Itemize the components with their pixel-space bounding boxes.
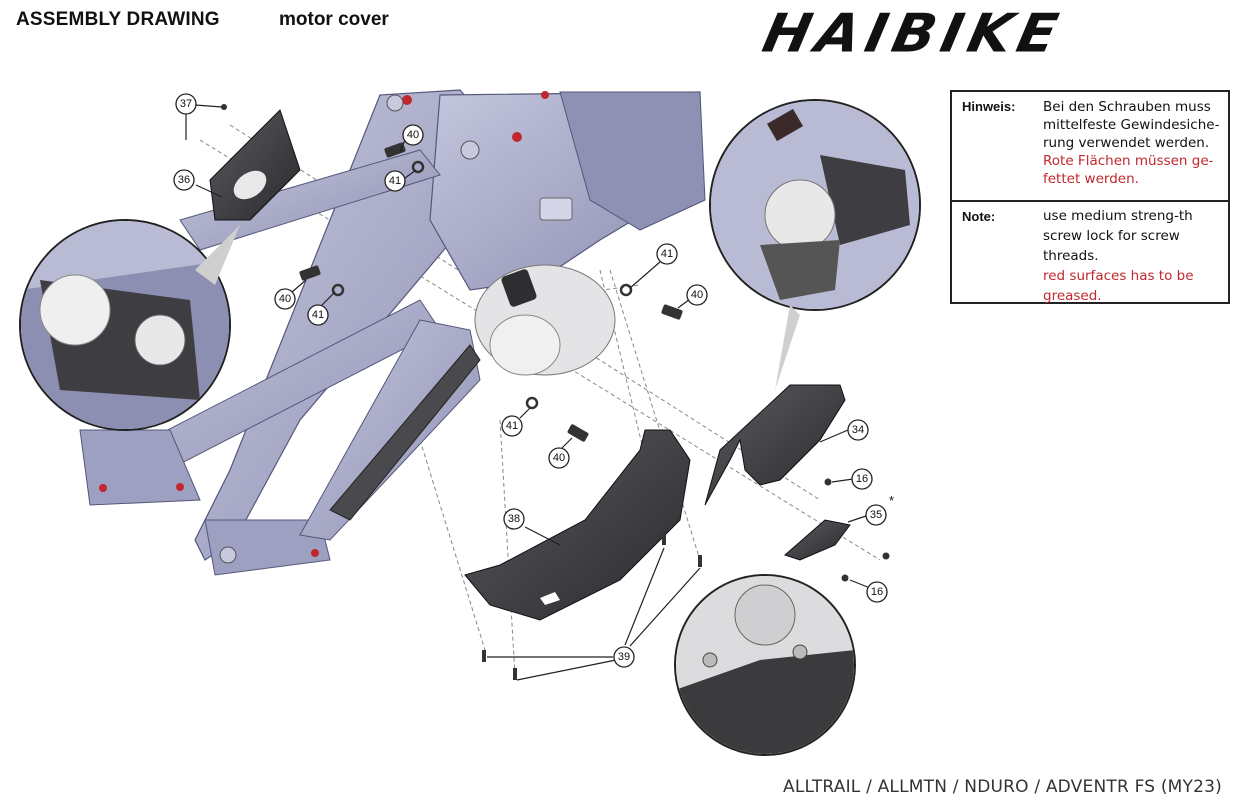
note-box: Hinweis: Bei den Schrauben muss mittelfe… <box>950 90 1230 304</box>
note-row-german: Hinweis: Bei den Schrauben muss mittelfe… <box>952 92 1228 202</box>
hinweis-text: Bei den Schrauben muss mittelfeste Gewin… <box>1043 98 1228 188</box>
svg-text:41: 41 <box>389 175 401 187</box>
callout-37: 37 <box>175 93 197 115</box>
note-row-english: Note: use medium streng-th screw lock fo… <box>952 200 1228 304</box>
part-36-guard <box>209 109 301 221</box>
hinweis-text-black: Bei den Schrauben muss mittelfeste Gewin… <box>1043 99 1220 151</box>
callout-35: 35 <box>865 504 887 526</box>
note-text-red: red surfaces has to be greased. <box>1043 268 1194 304</box>
callout-39: 39 <box>613 646 635 668</box>
svg-text:41: 41 <box>506 420 518 432</box>
callout-36: 36 <box>173 169 195 191</box>
callout-16-b: 16 <box>866 581 888 603</box>
svg-text:40: 40 <box>553 452 565 464</box>
detail-view-left <box>19 219 240 431</box>
svg-text:35: 35 <box>870 509 882 521</box>
detail-view-right-top <box>709 99 921 390</box>
bike-frame <box>79 89 706 576</box>
model-footer: ALLTRAIL / ALLMTN / NDURO / ADVENTR FS (… <box>783 777 1222 797</box>
part-35-plate <box>784 519 851 561</box>
svg-text:37: 37 <box>180 98 192 110</box>
hinweis-text-red: Rote Flächen müssen ge-fettet werden. <box>1043 153 1214 187</box>
callout-41-c: 41 <box>656 243 678 265</box>
svg-text:41: 41 <box>661 248 673 260</box>
callout-41-d: 41 <box>501 415 523 437</box>
drawing-subtitle: motor cover <box>279 9 389 30</box>
callout-35-asterisk: * <box>889 493 894 508</box>
note-text-black: use medium streng-th screw lock for scre… <box>1043 208 1193 264</box>
callout-16-a: 16 <box>851 468 873 490</box>
callout-38: 38 <box>503 508 525 530</box>
callout-40-c: 40 <box>686 284 708 306</box>
svg-text:39: 39 <box>618 651 630 663</box>
svg-text:16: 16 <box>856 473 868 485</box>
callout-40-d: 40 <box>548 447 570 469</box>
callout-40-b: 40 <box>274 288 296 310</box>
callout-34: 34 <box>847 419 869 441</box>
callout-41-a: 41 <box>384 170 406 192</box>
svg-text:34: 34 <box>852 424 864 436</box>
svg-text:16: 16 <box>871 586 883 598</box>
drawing-title: ASSEMBLY DRAWING <box>16 9 220 30</box>
callout-40-a: 40 <box>402 124 424 146</box>
svg-text:36: 36 <box>178 174 190 186</box>
note-text: use medium streng-th screw lock for scre… <box>1043 206 1228 306</box>
svg-text:40: 40 <box>279 293 291 305</box>
fasteners <box>221 104 890 680</box>
callout-41-b: 41 <box>307 304 329 326</box>
part-34-side-cover <box>704 384 846 506</box>
svg-text:40: 40 <box>407 129 419 141</box>
svg-text:40: 40 <box>691 289 703 301</box>
detail-view-right-bottom <box>674 574 856 756</box>
hinweis-label: Hinweis: <box>962 99 1016 114</box>
part-38-motor-cover <box>464 429 691 621</box>
svg-text:41: 41 <box>312 309 324 321</box>
note-label: Note: <box>962 209 996 224</box>
svg-text:38: 38 <box>508 513 520 525</box>
